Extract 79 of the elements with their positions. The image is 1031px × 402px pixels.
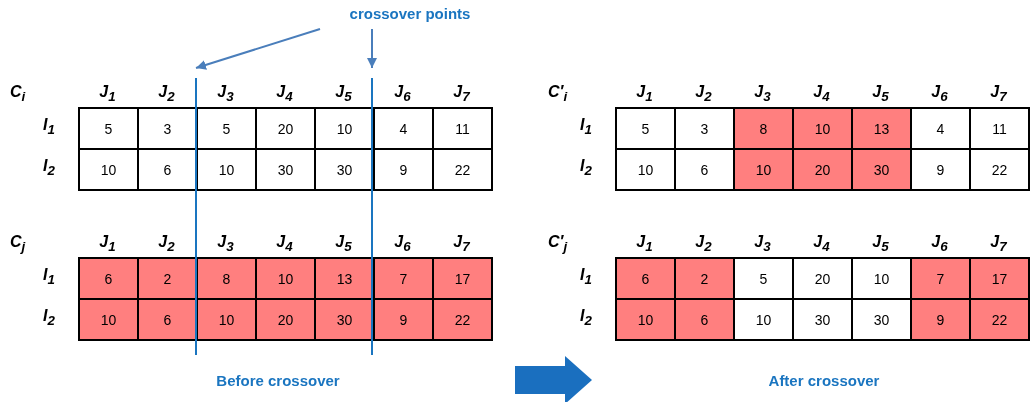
table-cell: 11: [432, 107, 493, 150]
column-header: J$_{7}$: [989, 232, 1008, 256]
column-header: J$_{5}$: [334, 232, 353, 256]
table-cell: 5: [78, 107, 139, 150]
column-header: J$_{1}$: [98, 232, 117, 256]
column-header: J$_{7}$: [452, 232, 471, 256]
table-cell: 10: [792, 107, 853, 150]
table-cell: 7: [373, 257, 434, 300]
column-header: J$_{2}$: [694, 82, 713, 106]
table-cell: 17: [969, 257, 1030, 300]
table-cell: 10: [733, 148, 794, 191]
column-header: J$_{6}$: [393, 232, 412, 256]
column-header: J$_{7}$: [989, 82, 1008, 106]
table-cell: 22: [432, 298, 493, 341]
row-header: I$_{1}$: [42, 115, 56, 139]
table-cell: 8: [733, 107, 794, 150]
column-header: J$_{4}$: [275, 82, 294, 106]
table-cell: 17: [432, 257, 493, 300]
column-header: J$_{4}$: [275, 232, 294, 256]
column-header: J$_{6}$: [393, 82, 412, 106]
crossover-line: [371, 78, 373, 355]
table-cell: 9: [910, 298, 971, 341]
table-cell: 6: [674, 298, 735, 341]
column-header: J$_{6}$: [930, 82, 949, 106]
chromosome-label: C$_{i}$: [10, 82, 27, 106]
column-header: J$_{1}$: [635, 232, 654, 256]
column-header: J$_{5}$: [334, 82, 353, 106]
table-cell: 6: [615, 257, 676, 300]
table-cell: 6: [137, 298, 198, 341]
row-header: I$_{1}$: [42, 265, 56, 289]
table-cell: 20: [792, 148, 853, 191]
column-header: J$_{3}$: [216, 82, 235, 106]
column-header: J$_{2}$: [694, 232, 713, 256]
table-cell: 10: [615, 148, 676, 191]
column-header: J$_{4}$: [812, 82, 831, 106]
callout-text: crossover points: [348, 5, 472, 22]
table-cell: 10: [255, 257, 316, 300]
column-header: J$_{1}$: [635, 82, 654, 106]
table-cell: 10: [78, 148, 139, 191]
caption: After crossover: [767, 372, 881, 391]
column-header: J$_{6}$: [930, 232, 949, 256]
column-header: J$_{3}$: [753, 82, 772, 106]
row-header: I$_{2}$: [579, 156, 593, 180]
row-header: I$_{2}$: [42, 306, 56, 330]
column-header: J$_{5}$: [871, 232, 890, 256]
table-cell: 10: [615, 298, 676, 341]
column-header: J$_{2}$: [157, 82, 176, 106]
table-cell: 6: [78, 257, 139, 300]
column-header: J$_{2}$: [157, 232, 176, 256]
column-header: J$_{4}$: [812, 232, 831, 256]
column-header: J$_{7}$: [452, 82, 471, 106]
table-cell: 22: [432, 148, 493, 191]
table-cell: 22: [969, 298, 1030, 341]
leader-arrow: [195, 28, 321, 70]
column-header: J$_{3}$: [216, 232, 235, 256]
table-cell: 11: [969, 107, 1030, 150]
row-header: I$_{2}$: [579, 306, 593, 330]
table-cell: 20: [255, 298, 316, 341]
chromosome-label: C′$_{j}$: [548, 232, 569, 256]
leader-arrow: [367, 28, 377, 69]
column-header: J$_{5}$: [871, 82, 890, 106]
row-header: I$_{2}$: [42, 156, 56, 180]
crossover-line: [195, 78, 197, 355]
caption: Before crossover: [215, 372, 341, 391]
row-header: I$_{1}$: [579, 265, 593, 289]
table-cell: 10: [196, 298, 257, 341]
table-cell: 5: [615, 107, 676, 150]
column-header: J$_{1}$: [98, 82, 117, 106]
table-cell: 10: [78, 298, 139, 341]
table-cell: 13: [851, 107, 912, 150]
column-header: J$_{3}$: [753, 232, 772, 256]
row-header: I$_{1}$: [579, 115, 593, 139]
table-cell: 2: [674, 257, 735, 300]
table-cell: 7: [910, 257, 971, 300]
table-cell: 9: [373, 298, 434, 341]
table-cell: 22: [969, 148, 1030, 191]
chromosome-label: C$_{j}$: [10, 232, 27, 256]
chromosome-label: C′$_{i}$: [548, 82, 569, 106]
table-cell: 30: [851, 148, 912, 191]
